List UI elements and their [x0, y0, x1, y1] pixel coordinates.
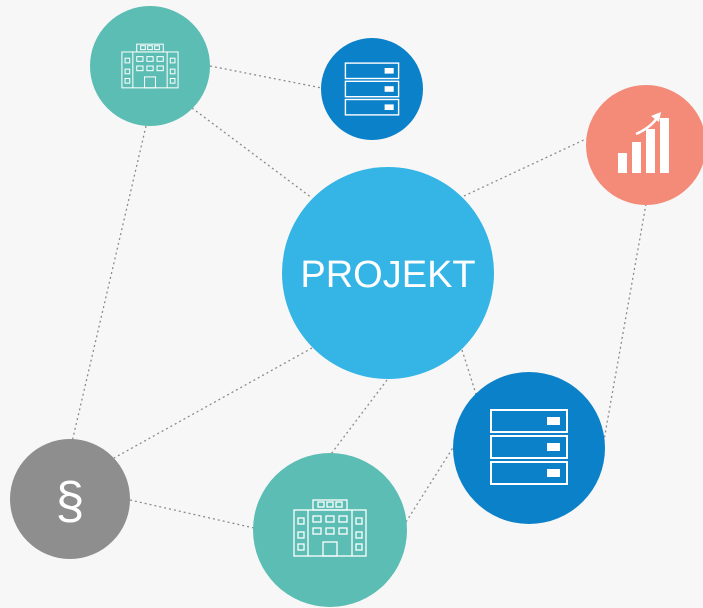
center-label: PROJEKT	[300, 254, 475, 296]
connector-line	[405, 445, 455, 523]
building-node-top	[90, 6, 210, 126]
growth-chart-icon	[618, 112, 669, 173]
server-node-small	[321, 38, 423, 140]
connector-lines	[71, 65, 647, 529]
project-center-node: PROJEKT	[282, 167, 494, 379]
connector-line	[209, 65, 323, 89]
chart-node	[586, 85, 703, 205]
legal-node: §	[10, 439, 130, 559]
connector-line	[603, 203, 647, 441]
server-node-large	[453, 372, 605, 524]
connector-line	[191, 107, 313, 199]
building-node-bottom	[253, 453, 407, 607]
connector-line	[327, 375, 391, 459]
connector-line	[461, 349, 477, 395]
connector-line	[113, 347, 313, 459]
connector-line	[71, 125, 147, 443]
connector-line	[129, 499, 255, 529]
connector-line	[463, 137, 589, 197]
paragraph-icon: §	[56, 472, 85, 530]
